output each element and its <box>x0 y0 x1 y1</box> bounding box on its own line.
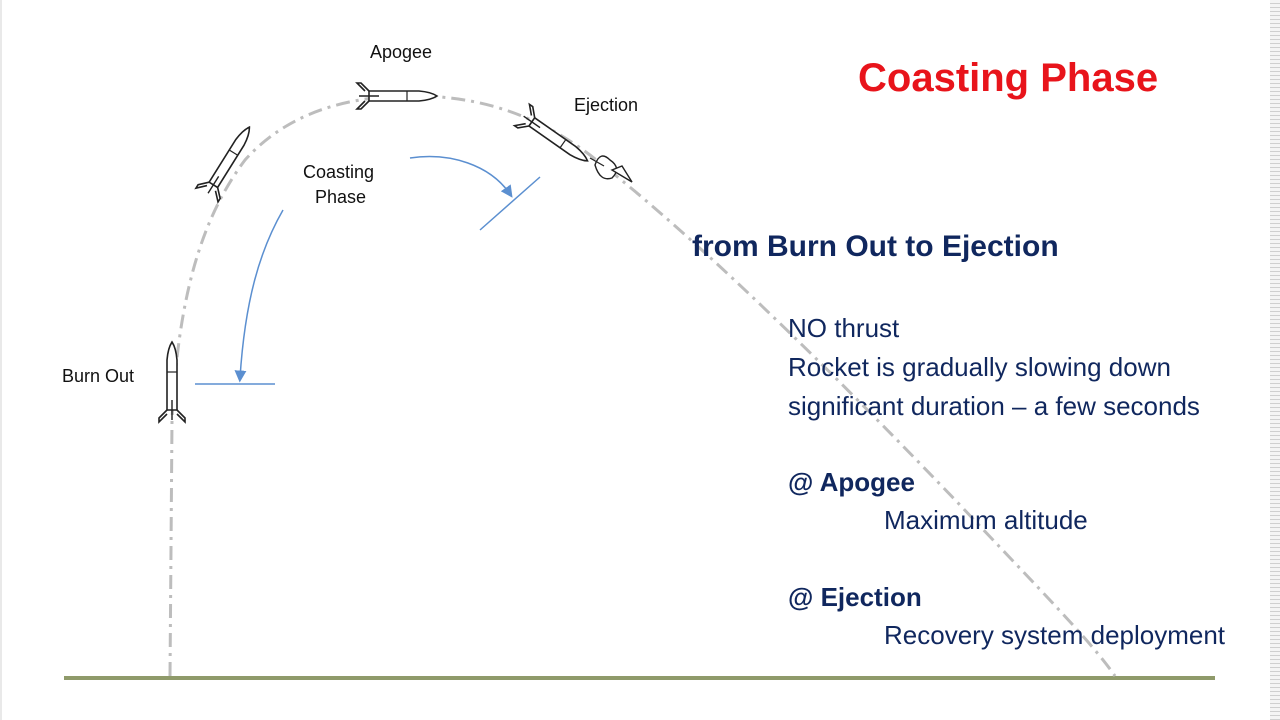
left-edge <box>0 0 2 720</box>
bullet-line: significant duration – a few seconds <box>788 391 1200 421</box>
arc-arrow-icon <box>409 155 513 198</box>
ejection-detail: Recovery system deployment <box>884 620 1226 650</box>
label-coasting-line2: Phase <box>315 187 367 207</box>
arc-arrow-icon <box>234 209 284 383</box>
parachute-icon <box>589 155 633 183</box>
bullet-line: Rocket is gradually slowing down <box>788 352 1171 382</box>
page-title: Coasting Phase <box>858 56 1159 100</box>
label-apogee: Apogee <box>370 42 433 62</box>
rocket-icon <box>195 119 262 203</box>
rocket-icon <box>356 82 438 110</box>
bullet-line: NO thrust <box>788 313 900 343</box>
page-subtitle: from Burn Out to Ejection <box>692 230 1059 263</box>
label-burn-out: Burn Out <box>62 366 135 386</box>
apogee-detail: Maximum altitude <box>884 505 1088 535</box>
label-coasting-line1: Coasting <box>303 162 375 182</box>
label-ejection: Ejection <box>574 95 639 115</box>
window-edge <box>1270 0 1280 720</box>
rocket-icon <box>158 341 186 423</box>
apogee-heading: @ Apogee <box>788 467 915 497</box>
ejection-marker-line <box>479 176 541 231</box>
ejection-heading: @ Ejection <box>788 582 922 612</box>
